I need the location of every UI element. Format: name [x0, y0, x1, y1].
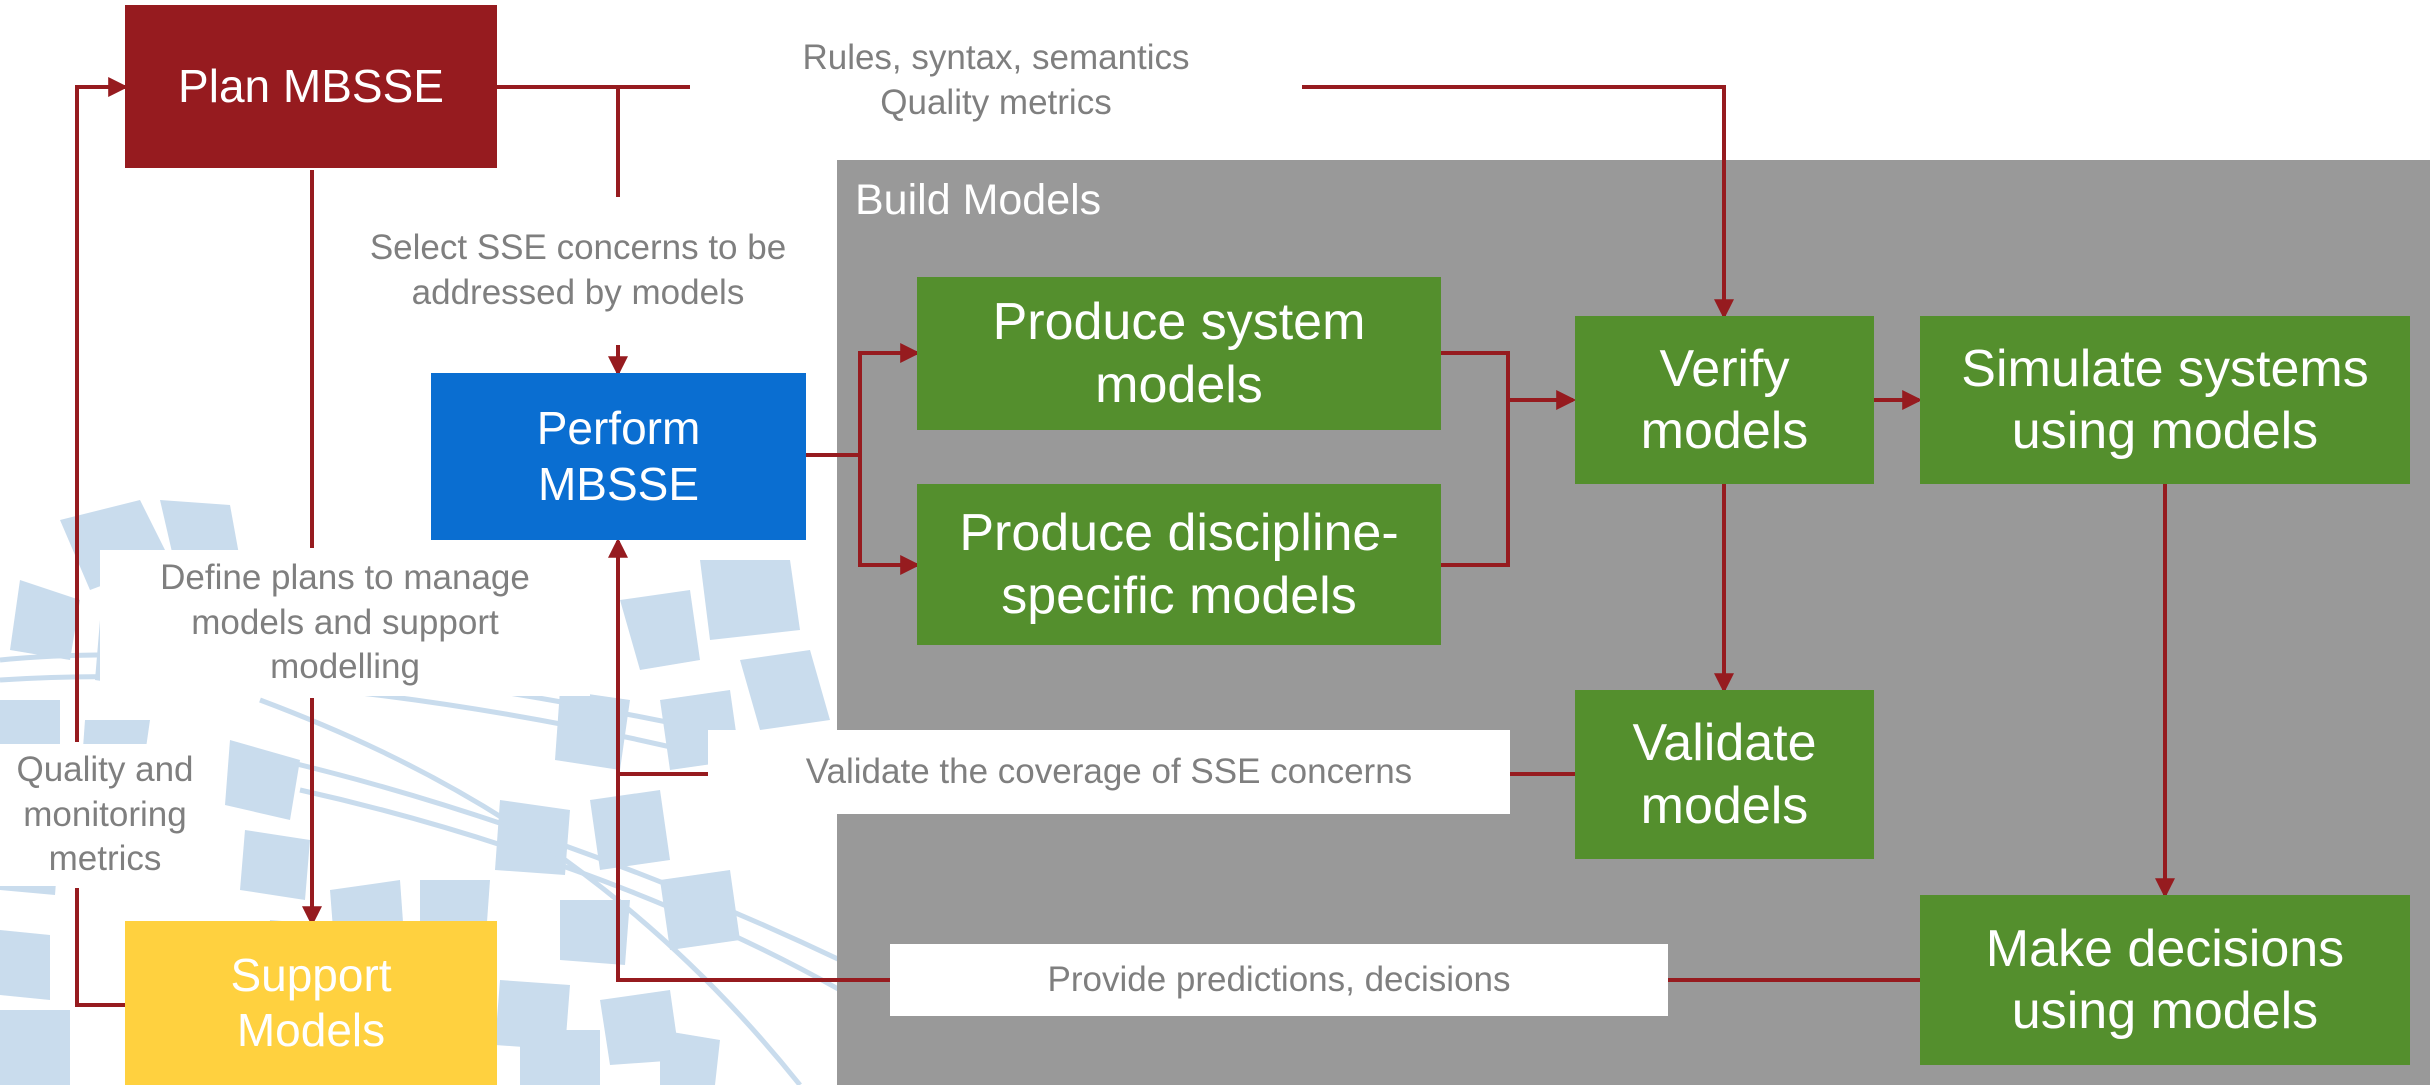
plan-mbsse-text: Plan MBSSE — [178, 59, 444, 112]
verify-models-box[interactable]: Verify models — [1575, 316, 1874, 484]
validate-models-box[interactable]: Validate models — [1575, 690, 1874, 859]
rules-label: Rules, syntax, semantics Quality metrics — [692, 30, 1300, 132]
produce-discipline-models-box[interactable]: Produce discipline- specific models — [917, 484, 1441, 645]
simulate-systems-box[interactable]: Simulate systems using models — [1920, 316, 2410, 484]
produce-discipline-models-text: Produce discipline- specific models — [959, 504, 1399, 625]
predictions-label: Provide predictions, decisions — [890, 944, 1668, 1016]
make-decisions-text: Make decisions using models — [1985, 919, 2345, 1040]
plan-mbsse-box[interactable]: Plan MBSSE — [125, 5, 497, 168]
rules-to-verify-connector — [1302, 85, 1734, 320]
perform-mbsse-text: Perform MBSSE — [536, 402, 701, 510]
predictions-to-perform-connector — [616, 774, 890, 982]
build-models-title: Build Models — [855, 176, 1102, 224]
select-concerns-label-text: Select SSE concerns to be addressed by m… — [369, 228, 787, 312]
support-to-quality-connector — [75, 888, 125, 1007]
produce-system-models-text: Produce system models — [992, 293, 1366, 414]
quality-to-plan-connector — [75, 77, 129, 742]
support-models-box[interactable]: Support Models — [125, 921, 497, 1085]
perform-mbsse-box[interactable]: Perform MBSSE — [431, 373, 806, 540]
simulate-systems-text: Simulate systems using models — [1961, 339, 2369, 460]
coverage-label-text: Validate the coverage of SSE concerns — [805, 751, 1413, 791]
produce-system-models-box[interactable]: Produce system models — [917, 277, 1441, 430]
select-concerns-label: Select SSE concerns to be addressed by m… — [340, 200, 816, 342]
perform-to-produce-system-connector — [806, 343, 921, 457]
perform-to-produce-discipline-connector — [858, 455, 921, 575]
define-plans-label: Define plans to manage models and suppor… — [100, 550, 590, 696]
produce-system-to-verify-connector — [1441, 351, 1510, 567]
quality-metrics-label: Quality and monitoring metrics — [0, 744, 210, 886]
verify-models-text: Verify models — [1640, 339, 1809, 460]
rules-label-text: Rules, syntax, semantics Quality metrics — [802, 38, 1190, 122]
make-decisions-box[interactable]: Make decisions using models — [1920, 895, 2410, 1065]
predictions-label-text: Provide predictions, decisions — [1047, 959, 1511, 999]
validate-models-text: Validate models — [1632, 714, 1817, 835]
coverage-label: Validate the coverage of SSE concerns — [708, 730, 1510, 814]
support-models-text: Support Models — [230, 948, 392, 1056]
define-plans-label-text: Define plans to manage models and suppor… — [160, 557, 530, 687]
quality-metrics-label-text: Quality and monitoring metrics — [16, 749, 194, 879]
coverage-to-perform-connector — [608, 537, 708, 776]
